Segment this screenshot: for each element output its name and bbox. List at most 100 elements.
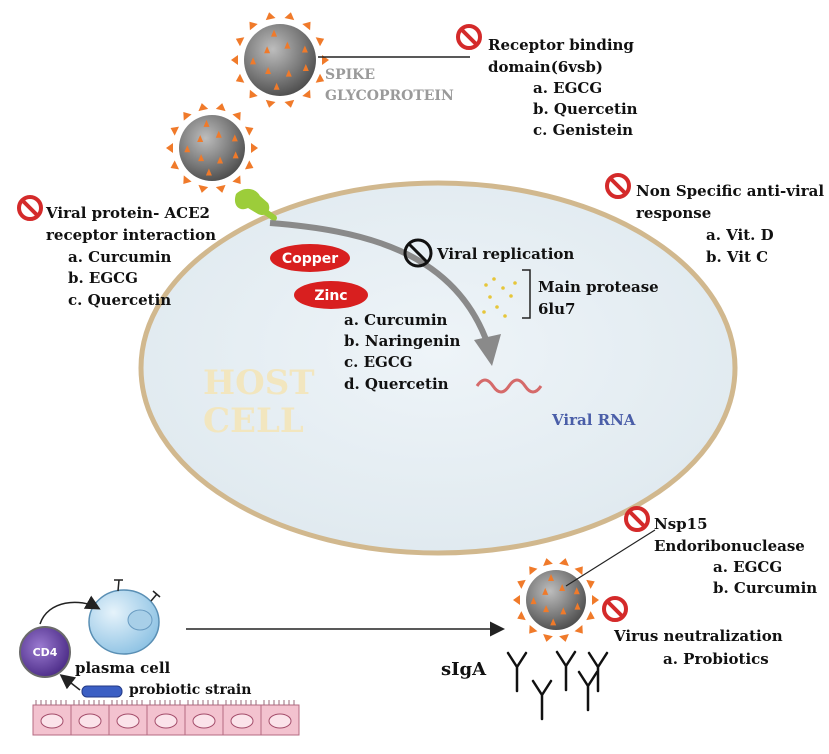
epithelial-nucleus	[116, 713, 140, 729]
virus-surface-spike	[548, 574, 555, 582]
replication-item: b. Naringenin	[344, 332, 461, 350]
rbd-item: c. Genistein	[533, 121, 633, 139]
virus-spike	[251, 143, 258, 153]
rbd-inhibit-icon	[456, 24, 482, 50]
cd4-cell	[19, 626, 71, 678]
virus-spike	[592, 595, 599, 605]
nsp15-item: b. Curcumin	[713, 579, 817, 597]
virus-surface-spike	[530, 597, 537, 605]
host-cell	[138, 180, 738, 556]
replication-block-icon	[403, 238, 433, 268]
ace2-stem	[257, 205, 277, 221]
virus-surface-spike	[197, 135, 204, 143]
virus-surface-spike	[573, 587, 580, 595]
virus-surface-spike	[542, 587, 549, 595]
virus-surface-spike	[302, 63, 309, 71]
protease-dots	[482, 277, 517, 318]
virus-spike	[244, 160, 254, 170]
virus-spike	[235, 73, 245, 83]
intestinal-epithelium	[32, 700, 300, 736]
replication-item: a. Curcumin	[344, 311, 448, 329]
host-cell-label-line1: HOST	[203, 363, 315, 403]
virus-surface-spike	[273, 82, 280, 90]
virus-spike	[517, 579, 526, 589]
rbd-item: a. EGCG	[533, 79, 602, 97]
virus-spike	[529, 625, 538, 634]
siga-antibody	[577, 670, 599, 712]
epithelial-nucleus	[154, 713, 178, 729]
ace2-item: a. Curcumin	[68, 248, 172, 266]
nsp15-title-line1: Nsp15	[654, 515, 708, 533]
zinc-label: Zinc	[314, 288, 347, 304]
virus-spike	[231, 55, 238, 65]
epithelial-nucleus	[230, 713, 254, 729]
virus-spike	[198, 184, 209, 193]
virus-surface-spike	[265, 67, 272, 75]
virus-bottom	[513, 558, 599, 642]
plasma-cell-label: plasma cell	[75, 659, 171, 677]
virus-spike	[265, 12, 276, 21]
plasma-antibody-1	[117, 579, 120, 592]
nonspecific-title-line2: response	[636, 204, 711, 222]
virus-surface-spike	[543, 605, 550, 613]
virus-spike	[284, 12, 295, 21]
virus-spike	[517, 611, 526, 621]
zinc-oval	[294, 281, 368, 309]
virus-spike	[302, 21, 311, 31]
probiotic-strain-label: probiotic strain	[129, 682, 251, 698]
virus-spike	[543, 633, 553, 642]
virus-spike	[232, 112, 241, 121]
cd4-label: CD4	[33, 646, 58, 659]
virus-surface-spike	[184, 145, 191, 153]
virus-body	[179, 115, 245, 181]
host-cell-label-line2: CELL	[203, 401, 304, 441]
virus-surface-spike	[301, 45, 308, 53]
replication-item: c. EGCG	[344, 353, 413, 371]
virus-surface-spike	[215, 130, 222, 138]
protease-bracket	[522, 269, 531, 319]
nonspecific-item: b. Vit C	[706, 248, 768, 266]
virus-left	[166, 103, 258, 193]
virus-spike	[513, 595, 520, 605]
protease-label-line1: Main protease	[538, 278, 659, 296]
virus-spike	[543, 558, 553, 567]
epithelial-nucleus	[268, 713, 292, 729]
spike-label-line1: SPIKE	[325, 67, 375, 83]
nsp15-connector	[565, 529, 656, 587]
virus-spike	[215, 103, 226, 112]
siga-label: sIgA	[441, 659, 487, 680]
nonspecific-item: a. Vit. D	[706, 226, 774, 244]
replication-arrowhead	[474, 334, 501, 366]
virus-surface-spike	[217, 156, 224, 164]
virus-spike	[559, 633, 569, 642]
replication-arrow	[269, 220, 491, 346]
ace2-item: c. Quercetin	[68, 291, 171, 309]
probiotic-rod	[81, 685, 123, 698]
virus-spike	[559, 558, 569, 567]
neutralization-item: a. Probiotics	[663, 650, 769, 668]
virus-spike	[183, 175, 192, 184]
virus-surface-spike	[250, 57, 257, 65]
virus-top	[231, 12, 329, 108]
plasma-antibody-2	[150, 593, 158, 602]
virus-body	[244, 24, 316, 96]
nsp15-inhibit-icon	[624, 506, 650, 532]
plasma-cell	[88, 589, 160, 655]
virus-spike	[265, 99, 276, 108]
viral-rna-label: Viral RNA	[551, 411, 636, 429]
virus-spike	[183, 112, 192, 121]
virus-spike	[529, 566, 538, 575]
virus-spike	[170, 126, 180, 136]
virus-spike	[249, 89, 258, 99]
replication-title: Viral replication	[436, 245, 574, 263]
virus-spike	[232, 175, 241, 184]
virus-spike	[302, 89, 311, 99]
virus-spike	[574, 625, 583, 634]
epithelial-nucleus	[78, 713, 102, 729]
nonspecific-inhibit-icon	[605, 173, 631, 199]
siga-antibody	[506, 651, 528, 693]
virus-spike	[586, 611, 595, 621]
virus-surface-spike	[231, 134, 238, 142]
plasma-antibody-2-cap	[152, 590, 161, 598]
